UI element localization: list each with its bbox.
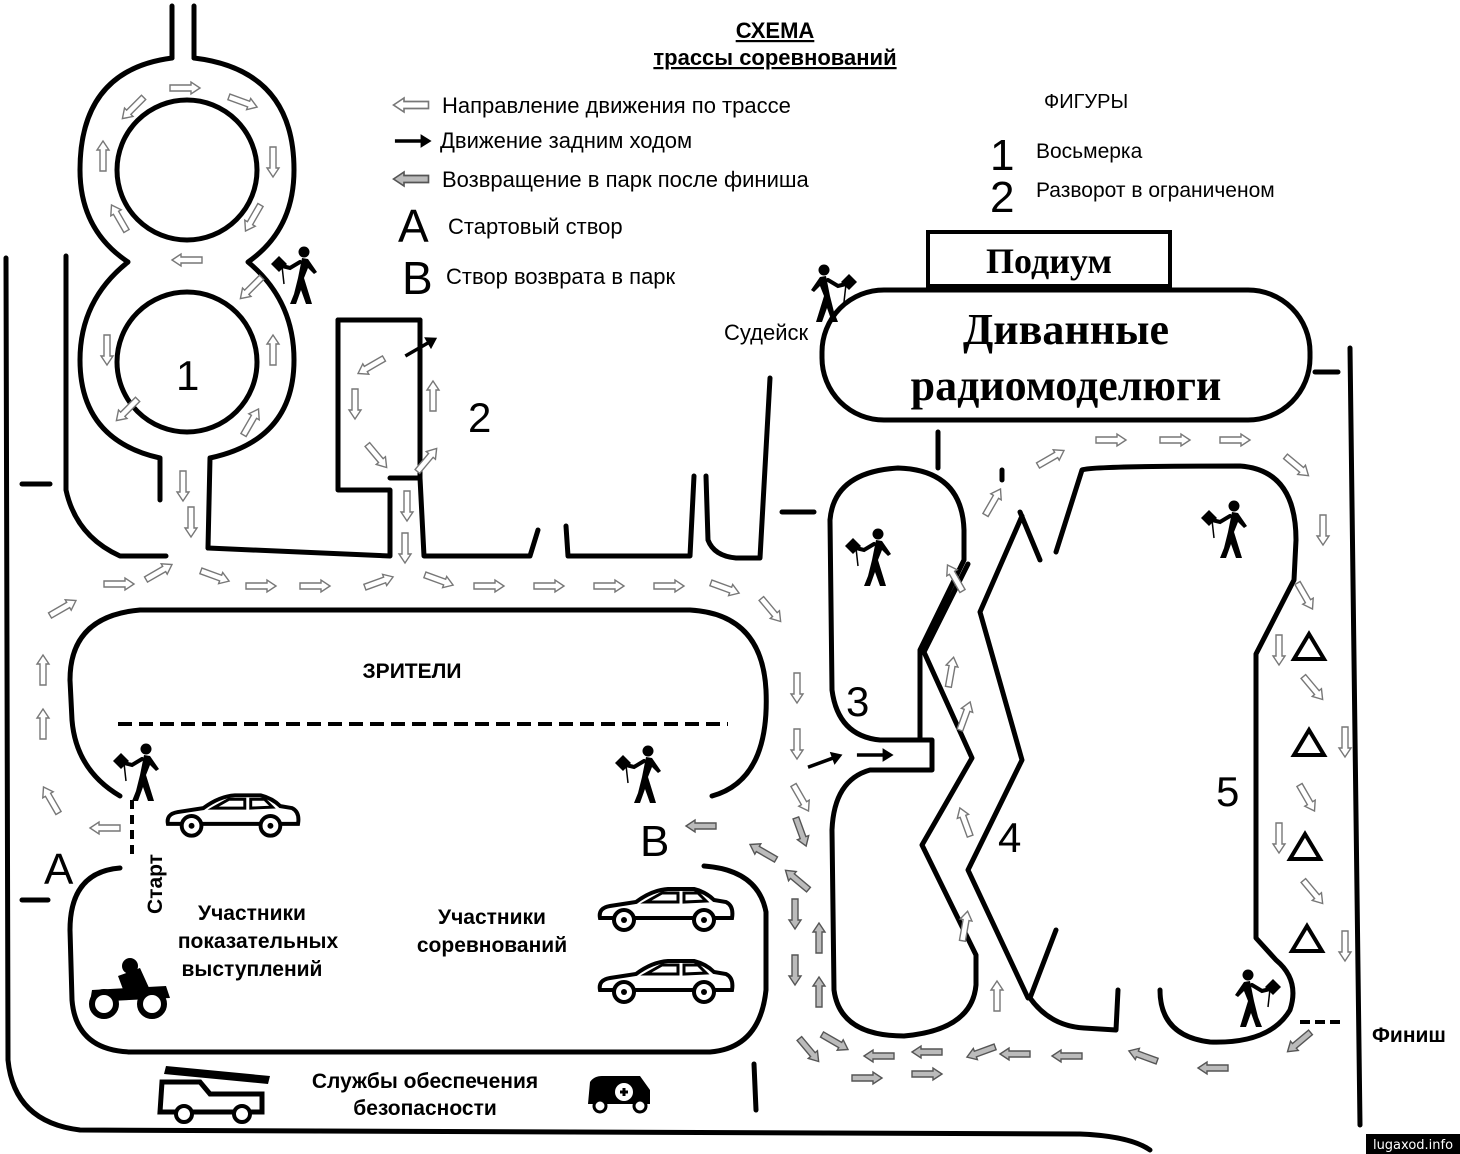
fig4-number: 4 [998,814,1021,861]
start-label: Старт [144,854,167,914]
marshal-icon [1235,970,1281,1028]
safety-divider [751,1061,759,1113]
fig2-box [335,317,423,481]
demo-label-2: показательных [178,930,339,953]
fig8-inner-circle-bottom [114,289,260,435]
figure-number-1: 1 [990,131,1014,180]
car-icon [165,793,301,838]
legend-start-gate-label: Стартовый створ [448,214,623,239]
legend-direction-label: Направление движения по трассе [442,93,791,118]
watermark-box [1366,1134,1460,1154]
marshal-icon [1199,498,1249,560]
demo-label-3: выступлений [182,958,323,981]
curb-segment-right [703,375,773,561]
title-line2: трассы соревнований [653,45,896,70]
cone-icon [1290,924,1324,953]
title-line1: СХЕМА [736,18,815,43]
legend-letter-b: B [402,252,433,304]
finish-label: Финиш [1372,1024,1446,1047]
fig5-number: 5 [1216,768,1239,815]
marshal-icon [843,526,893,588]
return-letter-b: B [640,817,669,866]
stage-line2: радиомоделюги [911,361,1222,410]
fig3-number: 3 [846,678,869,725]
marshal-icon [615,746,661,804]
figure-label-2: Разворот в ограниченом [1036,179,1275,202]
start-letter-a: A [44,845,74,894]
legend-letter-a: A [398,200,429,252]
spectators-left [67,677,123,799]
fig8-outer-left [77,55,175,503]
ambulance-icon [588,1076,650,1114]
fire-truck-icon [157,1066,270,1124]
outer-boundary-right [1347,345,1363,1128]
participants-island [67,863,769,1055]
cone-icon [1292,728,1326,757]
car-icon [597,887,735,932]
fig2-number: 2 [468,394,491,441]
figures-heading: ФИГУРЫ [1044,91,1128,113]
podium-sign [926,230,1172,288]
marshal-icon [113,744,159,802]
legend-return-label: Возвращение в парк после финиша [442,167,810,192]
fig8-outer-right [191,55,297,551]
cone-icon [1288,832,1322,861]
quad-bike-icon [89,958,170,1019]
car-icon [597,959,735,1004]
safety-label-2: безопасности [353,1097,497,1120]
fig8-inner-circle-top [114,97,260,243]
fig1-number: 1 [176,352,199,399]
watermark: lugaxod.info [1373,1138,1453,1153]
podium-label: Подиум [986,241,1112,281]
spectators-island [67,607,769,799]
fig4-bottom [1027,927,1121,1033]
hollow-arrow-left-icon [392,97,430,113]
left-curb [63,253,169,559]
stage-line1: Диванные [963,305,1169,354]
cone-icon [1292,632,1326,661]
fig4-zigzag [965,509,1043,1001]
outer-boundary-left [3,255,1153,1153]
fig5-island [1053,463,1299,1045]
figure-number-2: 2 [990,173,1014,222]
fig8-top-entry [169,3,197,61]
judges-label: Судейск [724,320,809,345]
safety-label-1: Службы обеспечения [312,1070,538,1093]
demo-label-1: Участники [198,902,306,925]
comp-label-1: Участники [438,906,546,929]
stage-box [819,287,1313,423]
curb-segment-middle [563,473,697,559]
legend-return-gate-label: Створ возврата в парк [446,264,676,289]
figure-label-1: Восьмерка [1036,140,1143,163]
legend-reverse-label: Движение задним ходом [440,128,692,153]
fig3-left-edge [827,517,923,743]
grey-arrow-left-icon [392,171,430,187]
black-arrow-right-icon [394,134,432,148]
comp-label-2: соревнований [417,934,567,957]
fig3-snake-island [827,465,979,1039]
spectators-label: ЗРИТЕЛИ [363,660,462,683]
